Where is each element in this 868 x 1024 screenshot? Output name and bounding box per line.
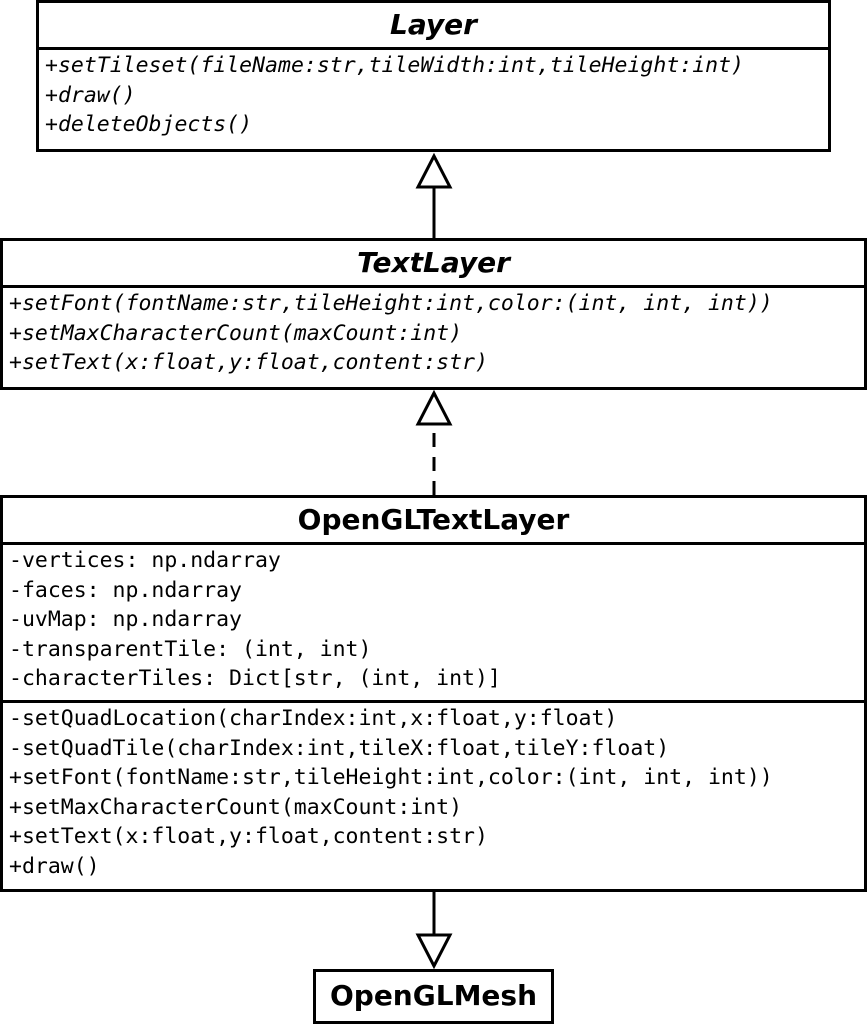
generalization-arrow [415, 152, 453, 238]
opengl-text-layer-method: -setQuadTile(charIndex:int,tileX:float,t… [9, 735, 670, 761]
opengl-text-layer-method: +setText(x:float,y:float,content:str) [9, 824, 488, 850]
text-layer-method: +setMaxCharacterCount(maxCount:int) [9, 320, 463, 346]
layer-class-box: Layer +setTileset(fileName:str,tileWidth… [36, 0, 831, 152]
layer-method: +setTileset(fileName:str,tileWidth:int,t… [45, 53, 744, 78]
layer-method: +deleteObjects() [45, 112, 253, 138]
opengl-mesh-class-box: OpenGLMesh [313, 969, 554, 1024]
text-layer-class-box: TextLayer +setFont(fontName:str,tileHeig… [0, 238, 867, 390]
opengl-text-layer-attribute: -faces: np.ndarray [9, 577, 242, 603]
opengl-text-layer-method: +draw() [9, 853, 100, 879]
opengl-text-layer-class-box: OpenGLTextLayer -vertices: np.ndarray -f… [0, 495, 867, 892]
opengl-text-layer-attribute: -transparentTile: (int, int) [9, 636, 372, 662]
text-layer-class-name: TextLayer [3, 241, 864, 288]
opengl-text-layer-method: +setFont(fontName:str,tileHeight:int,col… [9, 765, 773, 791]
dependency-arrow [415, 892, 453, 970]
opengl-text-layer-attribute: -characterTiles: Dict[str, (int, int)] [9, 666, 501, 692]
layer-method: +draw() [45, 82, 136, 108]
text-layer-method: +setFont(fontName:str,tileHeight:int,col… [9, 291, 773, 316]
opengl-text-layer-method: -setQuadLocation(charIndex:int,x:float,y… [9, 706, 618, 731]
opengl-text-layer-attribute: -uvMap: np.ndarray [9, 607, 242, 633]
opengl-text-layer-methods-compartment: -setQuadLocation(charIndex:int,x:float,y… [3, 703, 864, 882]
opengl-text-layer-attribute: -vertices: np.ndarray [9, 548, 281, 573]
opengl-text-layer-class-name: OpenGLTextLayer [3, 498, 864, 545]
opengl-text-layer-method: +setMaxCharacterCount(maxCount:int) [9, 794, 463, 820]
layer-methods-compartment: +setTileset(fileName:str,tileWidth:int,t… [39, 50, 828, 140]
text-layer-methods-compartment: +setFont(fontName:str,tileHeight:int,col… [3, 288, 864, 378]
realization-arrow [415, 389, 453, 495]
opengl-text-layer-attributes-compartment: -vertices: np.ndarray -faces: np.ndarray… [3, 545, 864, 703]
layer-class-name: Layer [39, 3, 828, 50]
text-layer-method: +setText(x:float,y:float,content:str) [9, 350, 488, 376]
